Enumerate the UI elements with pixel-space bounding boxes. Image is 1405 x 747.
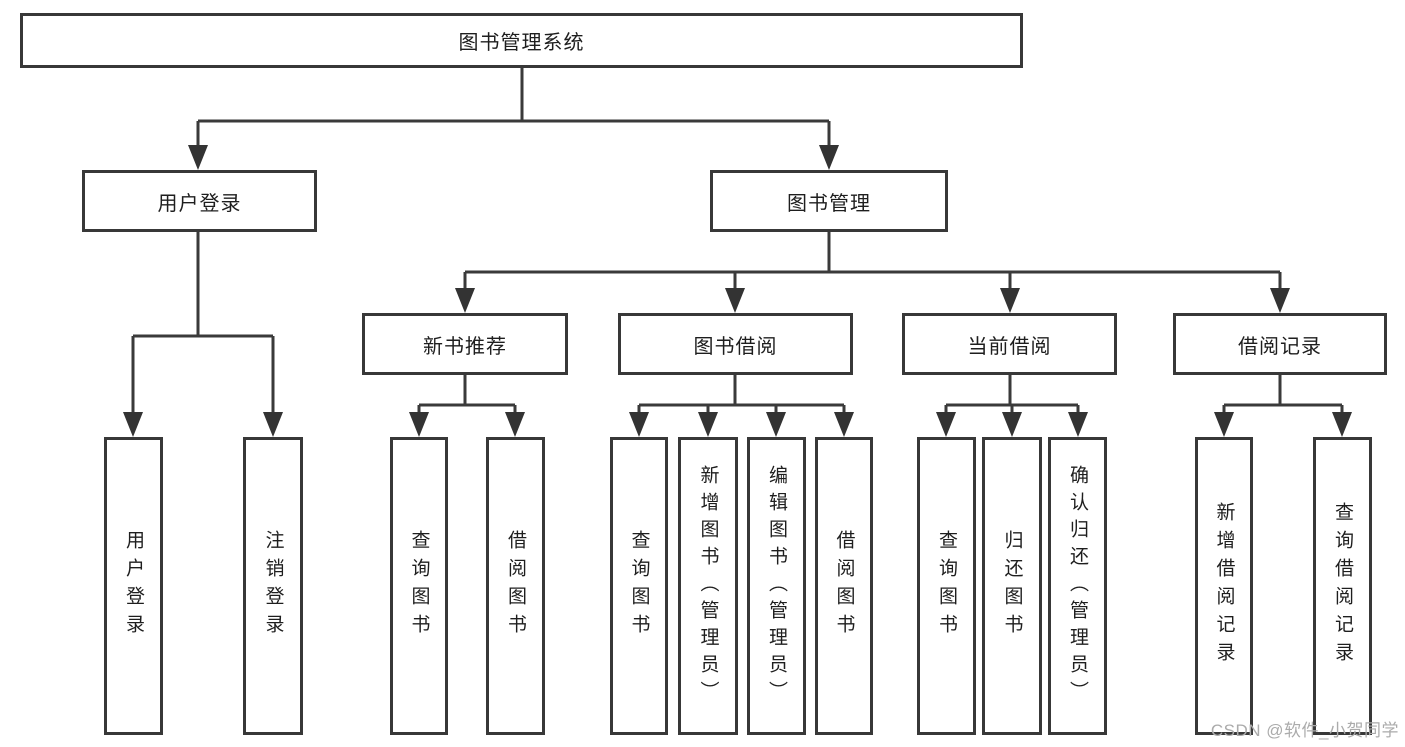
leaf-query-books-recommend: 查询图书 <box>390 437 448 735</box>
connector-borrowrecords-to-leaves <box>1214 375 1352 437</box>
node-label: 借阅图书 <box>505 530 526 642</box>
leaf-borrow-books: 借阅图书 <box>815 437 873 735</box>
node-label: 确认归还（管理员） <box>1067 464 1088 708</box>
leaf-add-books-admin: 新增图书（管理员） <box>678 437 738 735</box>
leaf-query-books-borrow: 查询图书 <box>610 437 668 735</box>
node-label: 图书借阅 <box>693 335 778 358</box>
leaf-return-books: 归还图书 <box>982 437 1042 735</box>
leaf-query-books-current: 查询图书 <box>917 437 976 735</box>
connector-userlogin-to-leaves <box>123 232 283 437</box>
node-label: 新书推荐 <box>423 335 507 358</box>
node-label: 借阅记录 <box>1238 335 1322 358</box>
node-label: 查询图书 <box>408 530 430 642</box>
leaf-edit-books-admin: 编辑图书（管理员） <box>747 437 806 735</box>
leaf-query-borrow-record: 查询借阅记录 <box>1313 437 1372 735</box>
connector-newbook-to-leaves <box>409 375 525 437</box>
node-borrow-records: 借阅记录 <box>1173 313 1387 375</box>
node-book-borrow: 图书借阅 <box>618 313 853 375</box>
node-new-book-recommend: 新书推荐 <box>362 313 568 375</box>
node-label: 归还图书 <box>1001 530 1023 642</box>
node-label: 注销登录 <box>262 530 284 642</box>
leaf-add-borrow-record: 新增借阅记录 <box>1195 437 1253 735</box>
node-label: 查询图书 <box>628 530 650 642</box>
node-book-management: 图书管理 <box>710 170 948 232</box>
node-label: 当前借阅 <box>967 335 1052 358</box>
connector-currentborrow-to-leaves <box>936 375 1088 437</box>
leaf-logout-login: 注销登录 <box>243 437 303 735</box>
node-label: 编辑图书（管理员） <box>766 464 787 708</box>
connector-root-to-level2 <box>188 68 839 170</box>
node-label: 新增图书（管理员） <box>697 464 719 708</box>
node-label: 图书管理系统 <box>458 32 585 54</box>
csdn-watermark: CSDN @软件_小贺同学 <box>1210 721 1399 740</box>
node-label: 用户登录 <box>157 192 242 215</box>
connector-bookborrow-to-leaves <box>629 375 854 437</box>
node-user-login: 用户登录 <box>82 170 317 232</box>
node-library-management-system: 图书管理系统 <box>20 13 1023 68</box>
node-current-borrow: 当前借阅 <box>902 313 1117 375</box>
node-label: 图书管理 <box>787 192 871 215</box>
node-label: 用户登录 <box>123 530 144 642</box>
node-label: 新增借阅记录 <box>1213 502 1235 670</box>
leaf-user-login: 用户登录 <box>104 437 163 735</box>
connector-bookmgmt-to-level3 <box>455 232 1290 313</box>
leaf-confirm-return-admin: 确认归还（管理员） <box>1048 437 1107 735</box>
node-label: 借阅图书 <box>833 530 855 642</box>
node-label: 查询借阅记录 <box>1332 502 1353 670</box>
leaf-borrow-books-recommend: 借阅图书 <box>486 437 545 735</box>
node-label: 查询图书 <box>936 530 957 642</box>
